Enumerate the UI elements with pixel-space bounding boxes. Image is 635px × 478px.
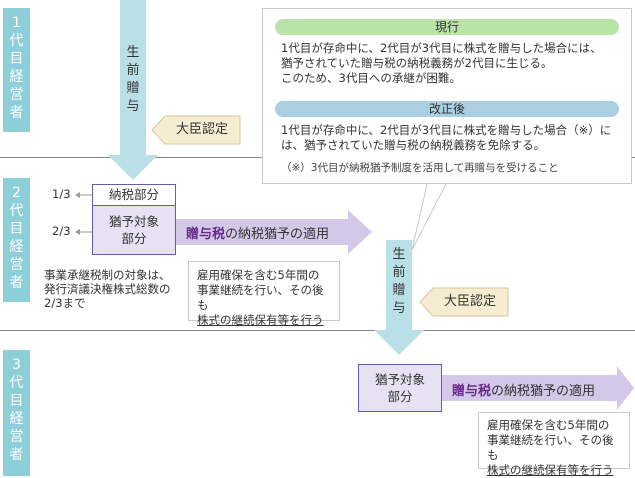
condition-box-gen2: 雇用確保を含む5年間の 事業継続を行い、その後も 株式の継続保有等を行う bbox=[188, 261, 340, 327]
tax-part-label: 納税部分 bbox=[108, 187, 159, 202]
apply-label-gen2: 贈与税の納税猶予の適用 bbox=[186, 227, 330, 242]
approval-badge-2-shape bbox=[419, 287, 509, 317]
approval-badge-2: 大臣認定 bbox=[443, 294, 496, 309]
apply-arrow-gen3 bbox=[442, 366, 634, 410]
separator-gen2-gen3 bbox=[0, 330, 635, 331]
reform-callout: 現行 1代目が存命中に、2代目が3代目に株式を贈与した場合には、 猶予されていた… bbox=[262, 8, 632, 184]
current-text: 1代目が存命中に、2代目が3代目に株式を贈与した場合には、 猶予されていた贈与税… bbox=[281, 41, 602, 85]
gift-arrow-2 bbox=[374, 240, 424, 355]
approval-badge-1: 大臣認定 bbox=[175, 122, 228, 137]
tax-part-box: 納税部分 bbox=[92, 184, 176, 206]
gift-arrow-1 bbox=[108, 0, 158, 180]
apply-label-gen3: 贈与税の納税猶予の適用 bbox=[452, 384, 596, 399]
ratio-defer: 2/3 bbox=[52, 224, 71, 238]
defer-part-box-gen2: 猶予対象 部分 bbox=[92, 205, 176, 255]
ratio-tax: 1/3 bbox=[52, 187, 71, 201]
callout-pointer bbox=[411, 179, 449, 251]
gift-label-1: 生前贈与 bbox=[126, 45, 140, 114]
condition-box-gen3: 雇用確保を含む5年間の 事業継続を行い、その後も 株式の継続保有等を行う bbox=[478, 412, 630, 477]
revised-header: 改正後 bbox=[275, 101, 619, 117]
gift-label-2: 生前贈与 bbox=[392, 247, 406, 316]
revised-note: （※）3代目が納税猶予制度を活用して再贈与を受けること bbox=[281, 162, 559, 174]
defer-part-box-gen3: 猶予対象 部分 bbox=[358, 364, 442, 412]
approval-badge-1-shape bbox=[151, 115, 241, 145]
current-header: 現行 bbox=[275, 19, 619, 35]
target-note: 事業承継税制の対象は、 発行済議決権株式総数の 2/3まで bbox=[44, 268, 171, 310]
apply-arrow-gen2 bbox=[176, 210, 372, 254]
revised-text: 1代目が存命中に、2代目が3代目に株式を贈与した場合（※）に は、猶予されていた… bbox=[281, 123, 612, 152]
